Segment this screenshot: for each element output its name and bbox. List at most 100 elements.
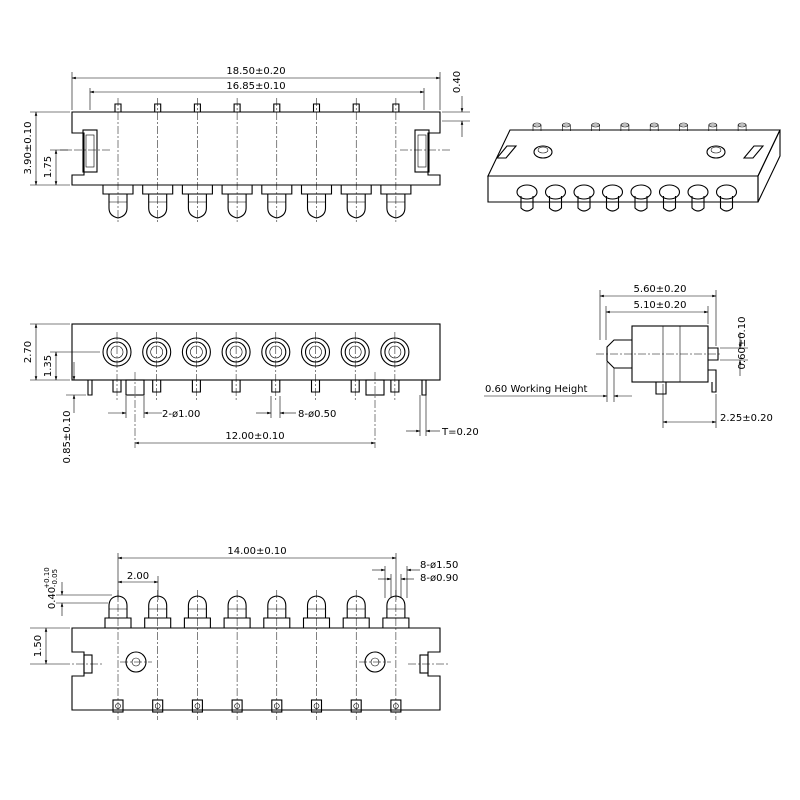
front-body-outline: [71, 111, 441, 186]
top-pin-tail: [350, 699, 362, 713]
dim-side-offset: 0.60±0.10: [737, 317, 748, 370]
dim-body-height-front: 3.90±0.10: [23, 122, 34, 175]
front-pin-collar: [340, 185, 372, 195]
top-plungers: [104, 590, 410, 720]
front-pin-collar: [221, 185, 253, 195]
top-pin-tail-hole: [234, 703, 240, 709]
dim-inner-length: 16.85±0.10: [226, 81, 285, 92]
dim-tail-thickness: T=0.20: [441, 427, 479, 438]
iso-top-face: [487, 129, 781, 177]
iso-pin-collar: [715, 184, 738, 200]
iso-pin-tail: [737, 124, 747, 131]
face-tail-right: [421, 380, 427, 396]
iso-pin-plunger: [662, 196, 677, 212]
front-pin-collar: [380, 185, 412, 195]
face-pins: [102, 332, 410, 400]
dim-pitch: 2.00: [127, 571, 149, 582]
dim-plunger-height: 0.40: [47, 587, 58, 609]
top-pin-tail: [191, 699, 203, 713]
front-pins: [102, 98, 412, 222]
iso-pin-tail-top: [649, 122, 659, 128]
iso-pin-collar: [630, 184, 652, 200]
front-pin-plunger: [306, 194, 327, 219]
iso-pin-tail: [620, 124, 630, 131]
side-view: 5.60±0.20 5.10±0.20 0.60±0.10 0.60 Worki…: [484, 284, 773, 428]
dim-side-total: 5.60±0.20: [634, 284, 687, 295]
front-pin-plunger: [187, 194, 207, 219]
dim-peg-spacing: 12.00±0.10: [225, 431, 284, 442]
front-view: 18.50±0.20 16.85±0.10 0.40 3.90±0.10 1.7…: [23, 66, 470, 222]
iso-pin-collar: [687, 184, 709, 200]
front-pin-collar: [142, 185, 174, 195]
front-slot-right: [414, 129, 430, 173]
dim-peg-diameter: 2-ø1.00: [162, 409, 200, 420]
top-pin-tail-hole: [393, 703, 399, 709]
top-pin-tail: [390, 699, 402, 713]
iso-pins: [516, 122, 747, 212]
iso-pin-tail-top: [620, 122, 630, 128]
iso-pin-plunger: [577, 196, 591, 212]
iso-pin-tail: [532, 124, 542, 131]
face-view: 2.70 1.35 0.85±0.10 2-ø1.00 8-ø0.50 12.0…: [23, 323, 479, 464]
dim-side-foot: 2.25±0.20: [720, 413, 773, 424]
dim-bottom-height: 1.50: [33, 635, 44, 657]
dim-overall-length: 18.50±0.20: [226, 66, 285, 77]
iso-pin-tail-top: [679, 122, 688, 128]
top-pin-tail-hole: [154, 703, 161, 709]
top-pin-tail: [310, 699, 323, 713]
top-pin-tail: [231, 699, 243, 713]
front-pin-plunger: [267, 194, 287, 219]
iso-peg-left-top: [537, 146, 549, 154]
iso-pin-tail-top: [708, 122, 718, 128]
iso-right-face: [757, 129, 781, 203]
front-pin-collar: [102, 185, 134, 195]
iso-pin-tail: [679, 124, 688, 131]
iso-pin-tail: [649, 124, 659, 131]
side-peg: [655, 382, 667, 395]
dim-pin-span: 14.00±0.10: [227, 546, 286, 557]
dim-working-height: 0.60 Working Height: [485, 384, 588, 395]
dim-slot-height: 1.75: [43, 156, 54, 178]
iso-peg-left: [533, 145, 553, 159]
dim-plunger-diameter: 8-ø0.90: [420, 573, 458, 584]
dim-pin-diameter: 8-ø0.50: [298, 409, 336, 420]
dim-side-body: 5.10±0.20: [634, 300, 687, 311]
iso-pin-tail-top: [532, 122, 542, 128]
iso-pin-tail-top: [737, 122, 747, 128]
top-pin-tail: [152, 699, 164, 713]
front-pin-collar: [300, 185, 333, 195]
iso-pin-tail: [591, 124, 600, 131]
dim-tail-length: 0.85±0.10: [62, 411, 73, 464]
front-pin-plunger: [346, 194, 366, 219]
top-pin-tail-hole: [313, 703, 320, 709]
front-slot-left: [82, 129, 98, 173]
top-tails: [112, 699, 402, 713]
top-pin-tail: [112, 699, 124, 713]
dim-top-offset: 0.40: [452, 71, 463, 93]
iso-peg-right: [706, 145, 726, 159]
front-pin-plunger: [148, 194, 168, 219]
iso-pin-plunger: [548, 196, 563, 212]
iso-pin-tail-top: [591, 122, 600, 128]
dim-body-height-side: 2.70: [23, 341, 34, 363]
iso-pin-tail-top: [561, 122, 571, 128]
dim-pin-center-height: 1.35: [43, 355, 54, 377]
top-pin-tail-hole: [353, 703, 360, 709]
dim-head-diameter: 8-ø1.50: [420, 560, 458, 571]
front-slot-right-inner: [417, 134, 427, 168]
iso-pin-plunger: [719, 196, 734, 212]
top-pin-tail-hole: [273, 703, 280, 709]
iso-pin-plunger: [605, 196, 620, 212]
side-tail: [708, 369, 717, 393]
iso-pin-plunger: [634, 196, 648, 212]
dim-plunger-tol-minus: -0.05: [51, 569, 59, 587]
front-pin-plunger: [227, 194, 247, 219]
front-slot-left-inner: [85, 134, 95, 168]
iso-pin-tail: [708, 124, 718, 131]
iso-pin-collar: [601, 184, 624, 200]
face-tail-left: [87, 380, 93, 396]
top-pin-tail-hole: [194, 703, 201, 709]
iso-pin-collar: [544, 184, 567, 200]
